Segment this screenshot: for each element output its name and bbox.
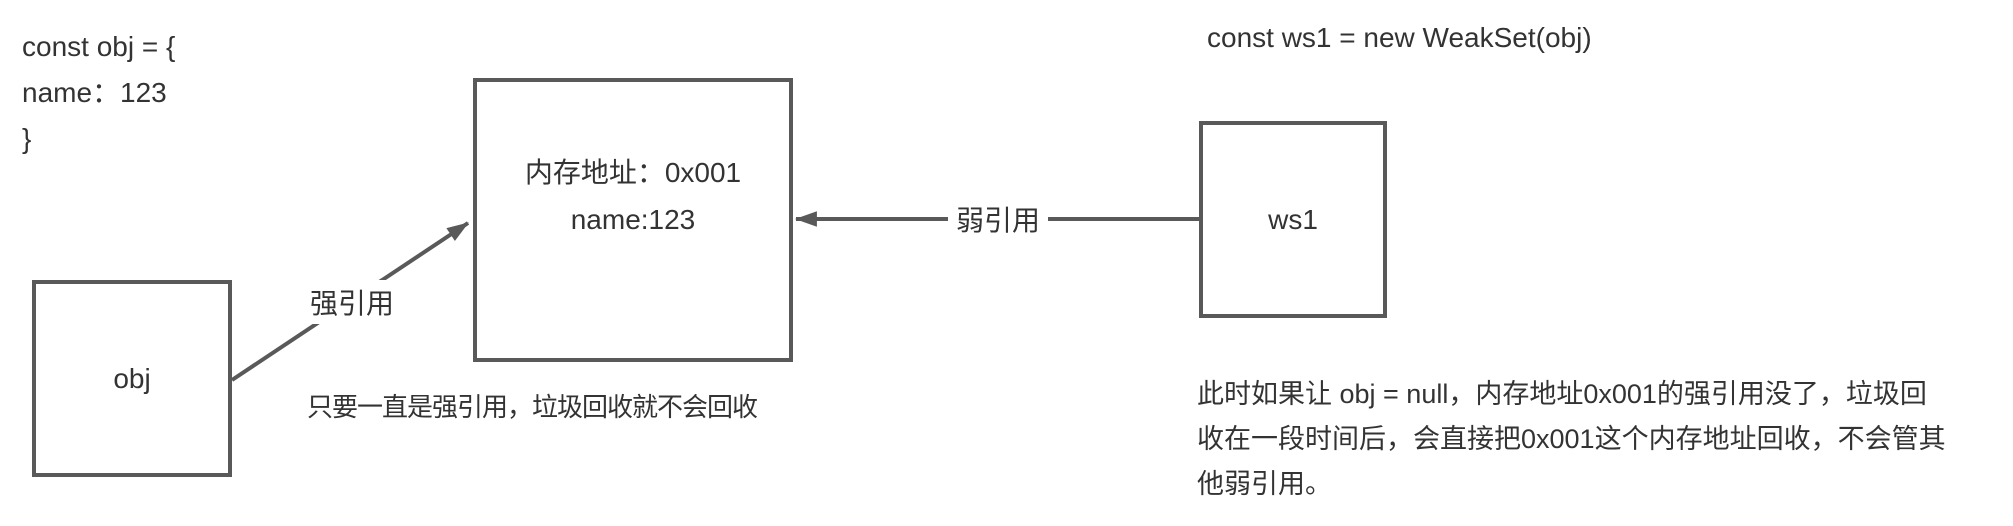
code-ws1-declaration: const ws1 = new WeakSet(obj) <box>1207 22 1592 53</box>
strong-reference-label: 强引用 <box>301 280 403 324</box>
weak-reference-label: 弱引用 <box>947 197 1049 241</box>
strong-reference-note: 只要一直是强引用，垃圾回收就不会回收 <box>307 392 758 422</box>
ws1-box-label: ws1 <box>1268 203 1318 235</box>
memory-box: 内存地址：0x001 name:123 <box>473 78 793 362</box>
weak-reference-note: 此时如果让 obj = null，内存地址0x001的强引用没了，垃圾回 收在一… <box>1197 379 1946 499</box>
memory-address-line: 内存地址：0x001 <box>524 157 742 188</box>
obj-box: obj <box>32 280 232 477</box>
memory-property-line: name:123 <box>570 204 696 235</box>
code-obj-declaration: const obj = { name：123 } <box>22 31 176 154</box>
ws1-box: ws1 <box>1199 121 1387 318</box>
obj-box-label: obj <box>113 362 151 394</box>
